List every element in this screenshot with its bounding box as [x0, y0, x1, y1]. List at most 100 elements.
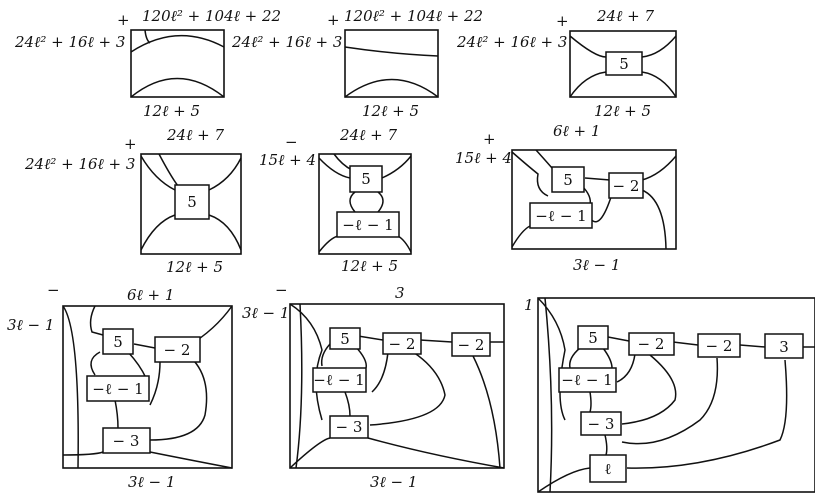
panel-3-strand [569, 35, 607, 58]
panel-4-strand [140, 214, 176, 251]
panel-1: + 120ℓ² + 104ℓ + 22 24ℓ² + 16ℓ + 3 12ℓ +… [14, 7, 281, 120]
panel-4-strand [140, 155, 176, 191]
panel-8-twist-label: −ℓ − 1 [313, 371, 364, 389]
panel-7-strand [149, 451, 233, 469]
panel-8-top-label: 3 [395, 284, 405, 302]
panel-9-twist-box [697, 333, 741, 358]
panel-1-top-label: 120ℓ² + 104ℓ + 22 [142, 7, 281, 25]
panel-9-strand [604, 434, 608, 456]
panel-9-twist-label: − 2 [706, 337, 733, 355]
panel-4-strand [158, 153, 179, 187]
panel-5-strand [381, 155, 412, 179]
panel-7-twist-label: −ℓ − 1 [92, 380, 143, 398]
panel-8-sign: − [275, 281, 288, 299]
panel-8-strand [472, 355, 501, 469]
panel-6: + 6ℓ + 1 15ℓ + 4 3ℓ − 1 5 − 2 −ℓ − 1 [455, 122, 677, 274]
panel-5-strand [397, 235, 412, 253]
panel-5-strand [377, 191, 384, 213]
panel-3-sign: + [556, 12, 569, 30]
panel-9-twist-label: ℓ [604, 460, 611, 478]
panel-9-twist-label: − 3 [588, 415, 615, 433]
panel-1-strand [144, 29, 151, 44]
panel-8-twist-box [312, 367, 367, 393]
panel-3-twist-box [605, 51, 643, 76]
panel-8-strand [320, 343, 331, 367]
panel-3-bottom-label: 12ℓ + 5 [594, 102, 651, 120]
panel-8-strand [357, 335, 384, 341]
panel-6-left-label: 15ℓ + 4 [455, 149, 512, 167]
panel-4: + 24ℓ + 7 24ℓ² + 16ℓ + 3 12ℓ + 5 5 [24, 126, 242, 276]
panel-1-bottom-label: 12ℓ + 5 [143, 102, 200, 120]
panel-4-sign: + [124, 135, 137, 153]
panel-7-strand [149, 361, 161, 406]
panel-4-top-label: 24ℓ + 7 [166, 126, 224, 144]
panel-8-strand [371, 351, 389, 393]
panel-6-twist-label: 5 [563, 171, 573, 189]
panel-7: − 6ℓ + 1 3ℓ − 1 3ℓ − 1 5 − 2 −ℓ − 1 − 3 [7, 281, 233, 491]
panel-7-twist-label: − 3 [113, 432, 140, 450]
panel-7-strand [149, 354, 208, 441]
panel-7-sign: − [47, 281, 60, 299]
panel-9-twist-label: 3 [779, 338, 789, 356]
panel-4-left-label: 24ℓ² + 16ℓ + 3 [24, 155, 135, 173]
panel-9-twist-box [589, 454, 627, 483]
panel-8-strand [367, 437, 505, 469]
panel-6-twist-box [551, 166, 585, 193]
panel-9-strand [568, 347, 581, 369]
panel-8-twist-box [451, 332, 491, 357]
panel-6-strand [511, 151, 549, 197]
panel-7-twist-box [86, 375, 150, 402]
panel-9-twist-label: 5 [588, 329, 598, 347]
panel-1-left-label: 24ℓ² + 16ℓ + 3 [14, 33, 125, 51]
panel-8-strand [289, 303, 323, 421]
panel-5-top-label: 24ℓ + 7 [339, 126, 397, 144]
panel-4-strand [208, 214, 242, 251]
panel-5-twist-label: 5 [361, 170, 371, 188]
panel-5-strand [318, 235, 339, 253]
panel-7-twist-box [102, 427, 151, 454]
panel-7-left-label: 3ℓ − 1 [7, 316, 54, 334]
panel-7-strand [89, 305, 104, 336]
panel-9-strand [589, 391, 592, 413]
panel-5-frame [318, 153, 412, 255]
panel-7-strand [62, 451, 104, 456]
panel-4-frame [140, 153, 242, 255]
panel-9-strand [739, 344, 766, 348]
panel-7-strand [127, 351, 147, 379]
panel-2-frame [344, 29, 439, 98]
panel-6-strand [584, 177, 611, 181]
panel-5-twist-label: −ℓ − 1 [342, 216, 393, 234]
panel-9-strand [672, 341, 699, 346]
panel-2-left-label: 24ℓ² + 16ℓ + 3 [231, 33, 342, 51]
panel-9-frame [537, 297, 815, 493]
panel-3-strand [641, 35, 677, 58]
panel-6-bottom-label: 3ℓ − 1 [573, 256, 620, 274]
panel-1-strand [130, 77, 225, 98]
panel-4-bottom-label: 12ℓ + 5 [166, 258, 223, 276]
panel-7-twist-label: 5 [113, 333, 123, 351]
panel-8-twist-box [329, 415, 369, 439]
panel-9-twist-box [580, 411, 622, 436]
panel-6-twist-label: −ℓ − 1 [535, 207, 586, 225]
panel-8-bottom-label: 3ℓ − 1 [370, 473, 417, 491]
panel-6-strand [641, 189, 667, 250]
panel-3-left-label: 24ℓ² + 16ℓ + 3 [456, 33, 567, 51]
panel-7-twist-box [102, 328, 134, 355]
panel-5-strand [318, 157, 351, 179]
panel-4-twist-label: 5 [187, 193, 197, 211]
panel-6-strand [511, 225, 531, 248]
panel-6-twist-label: − 2 [613, 177, 640, 195]
panel-3: + 24ℓ + 7 24ℓ² + 16ℓ + 3 12ℓ + 5 5 [456, 7, 677, 120]
panel-3-top-label: 24ℓ + 7 [596, 7, 654, 25]
panel-3-twist-label: 5 [619, 55, 629, 73]
panel-8-twist-label: − 3 [336, 418, 363, 436]
panel-3-frame [569, 30, 677, 98]
panel-8-twist-label: − 2 [458, 336, 485, 354]
panel-4-twist-box [174, 184, 210, 220]
panel-9-strand [537, 297, 566, 421]
panel-7-bottom-label: 3ℓ − 1 [128, 473, 175, 491]
panel-5-strand [349, 191, 356, 213]
panel-9-twist-box [558, 367, 617, 393]
panel-2: + 120ℓ² + 104ℓ + 22 24ℓ² + 16ℓ + 3 12ℓ +… [231, 7, 483, 120]
